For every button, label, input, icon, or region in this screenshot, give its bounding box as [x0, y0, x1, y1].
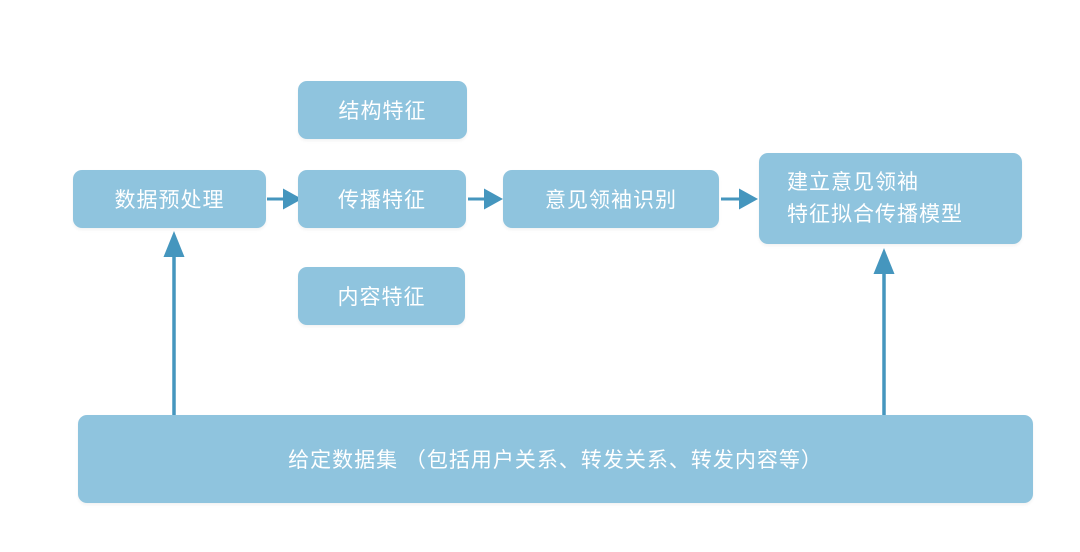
- node-content-feature-label: 内容特征: [337, 286, 426, 309]
- node-data-preprocessing: 数据预处理: [73, 170, 266, 228]
- node-propagation-feature: 传播特征: [298, 170, 466, 228]
- node-opinion-leader-identification-label: 意见领袖识别: [545, 189, 677, 212]
- arrow-propagation-to-identification: [468, 188, 503, 210]
- node-structure-feature: 结构特征: [298, 81, 467, 139]
- arrow-preprocess-to-propagation: [267, 188, 302, 210]
- arrow-dataset-to-preprocess: [163, 231, 185, 415]
- node-given-dataset: 给定数据集 （包括用户关系、转发关系、转发内容等）: [78, 415, 1033, 503]
- node-opinion-leader-identification: 意见领袖识别: [503, 170, 719, 228]
- node-build-opinion-leader-model-label: 建立意见领袖 特征拟合传播模型: [787, 167, 963, 231]
- arrow-identification-to-model: [721, 188, 758, 210]
- model-label-line1: 建立意见领袖: [787, 170, 919, 194]
- node-data-preprocessing-label: 数据预处理: [114, 189, 225, 212]
- node-build-opinion-leader-model: 建立意见领袖 特征拟合传播模型: [759, 153, 1022, 244]
- node-content-feature: 内容特征: [298, 267, 465, 325]
- arrow-dataset-to-model: [873, 248, 895, 415]
- node-structure-feature-label: 结构特征: [338, 100, 427, 123]
- node-given-dataset-label: 给定数据集 （包括用户关系、转发关系、转发内容等）: [288, 449, 823, 472]
- node-propagation-feature-label: 传播特征: [338, 189, 426, 212]
- model-label-line2: 特征拟合传播模型: [787, 202, 963, 226]
